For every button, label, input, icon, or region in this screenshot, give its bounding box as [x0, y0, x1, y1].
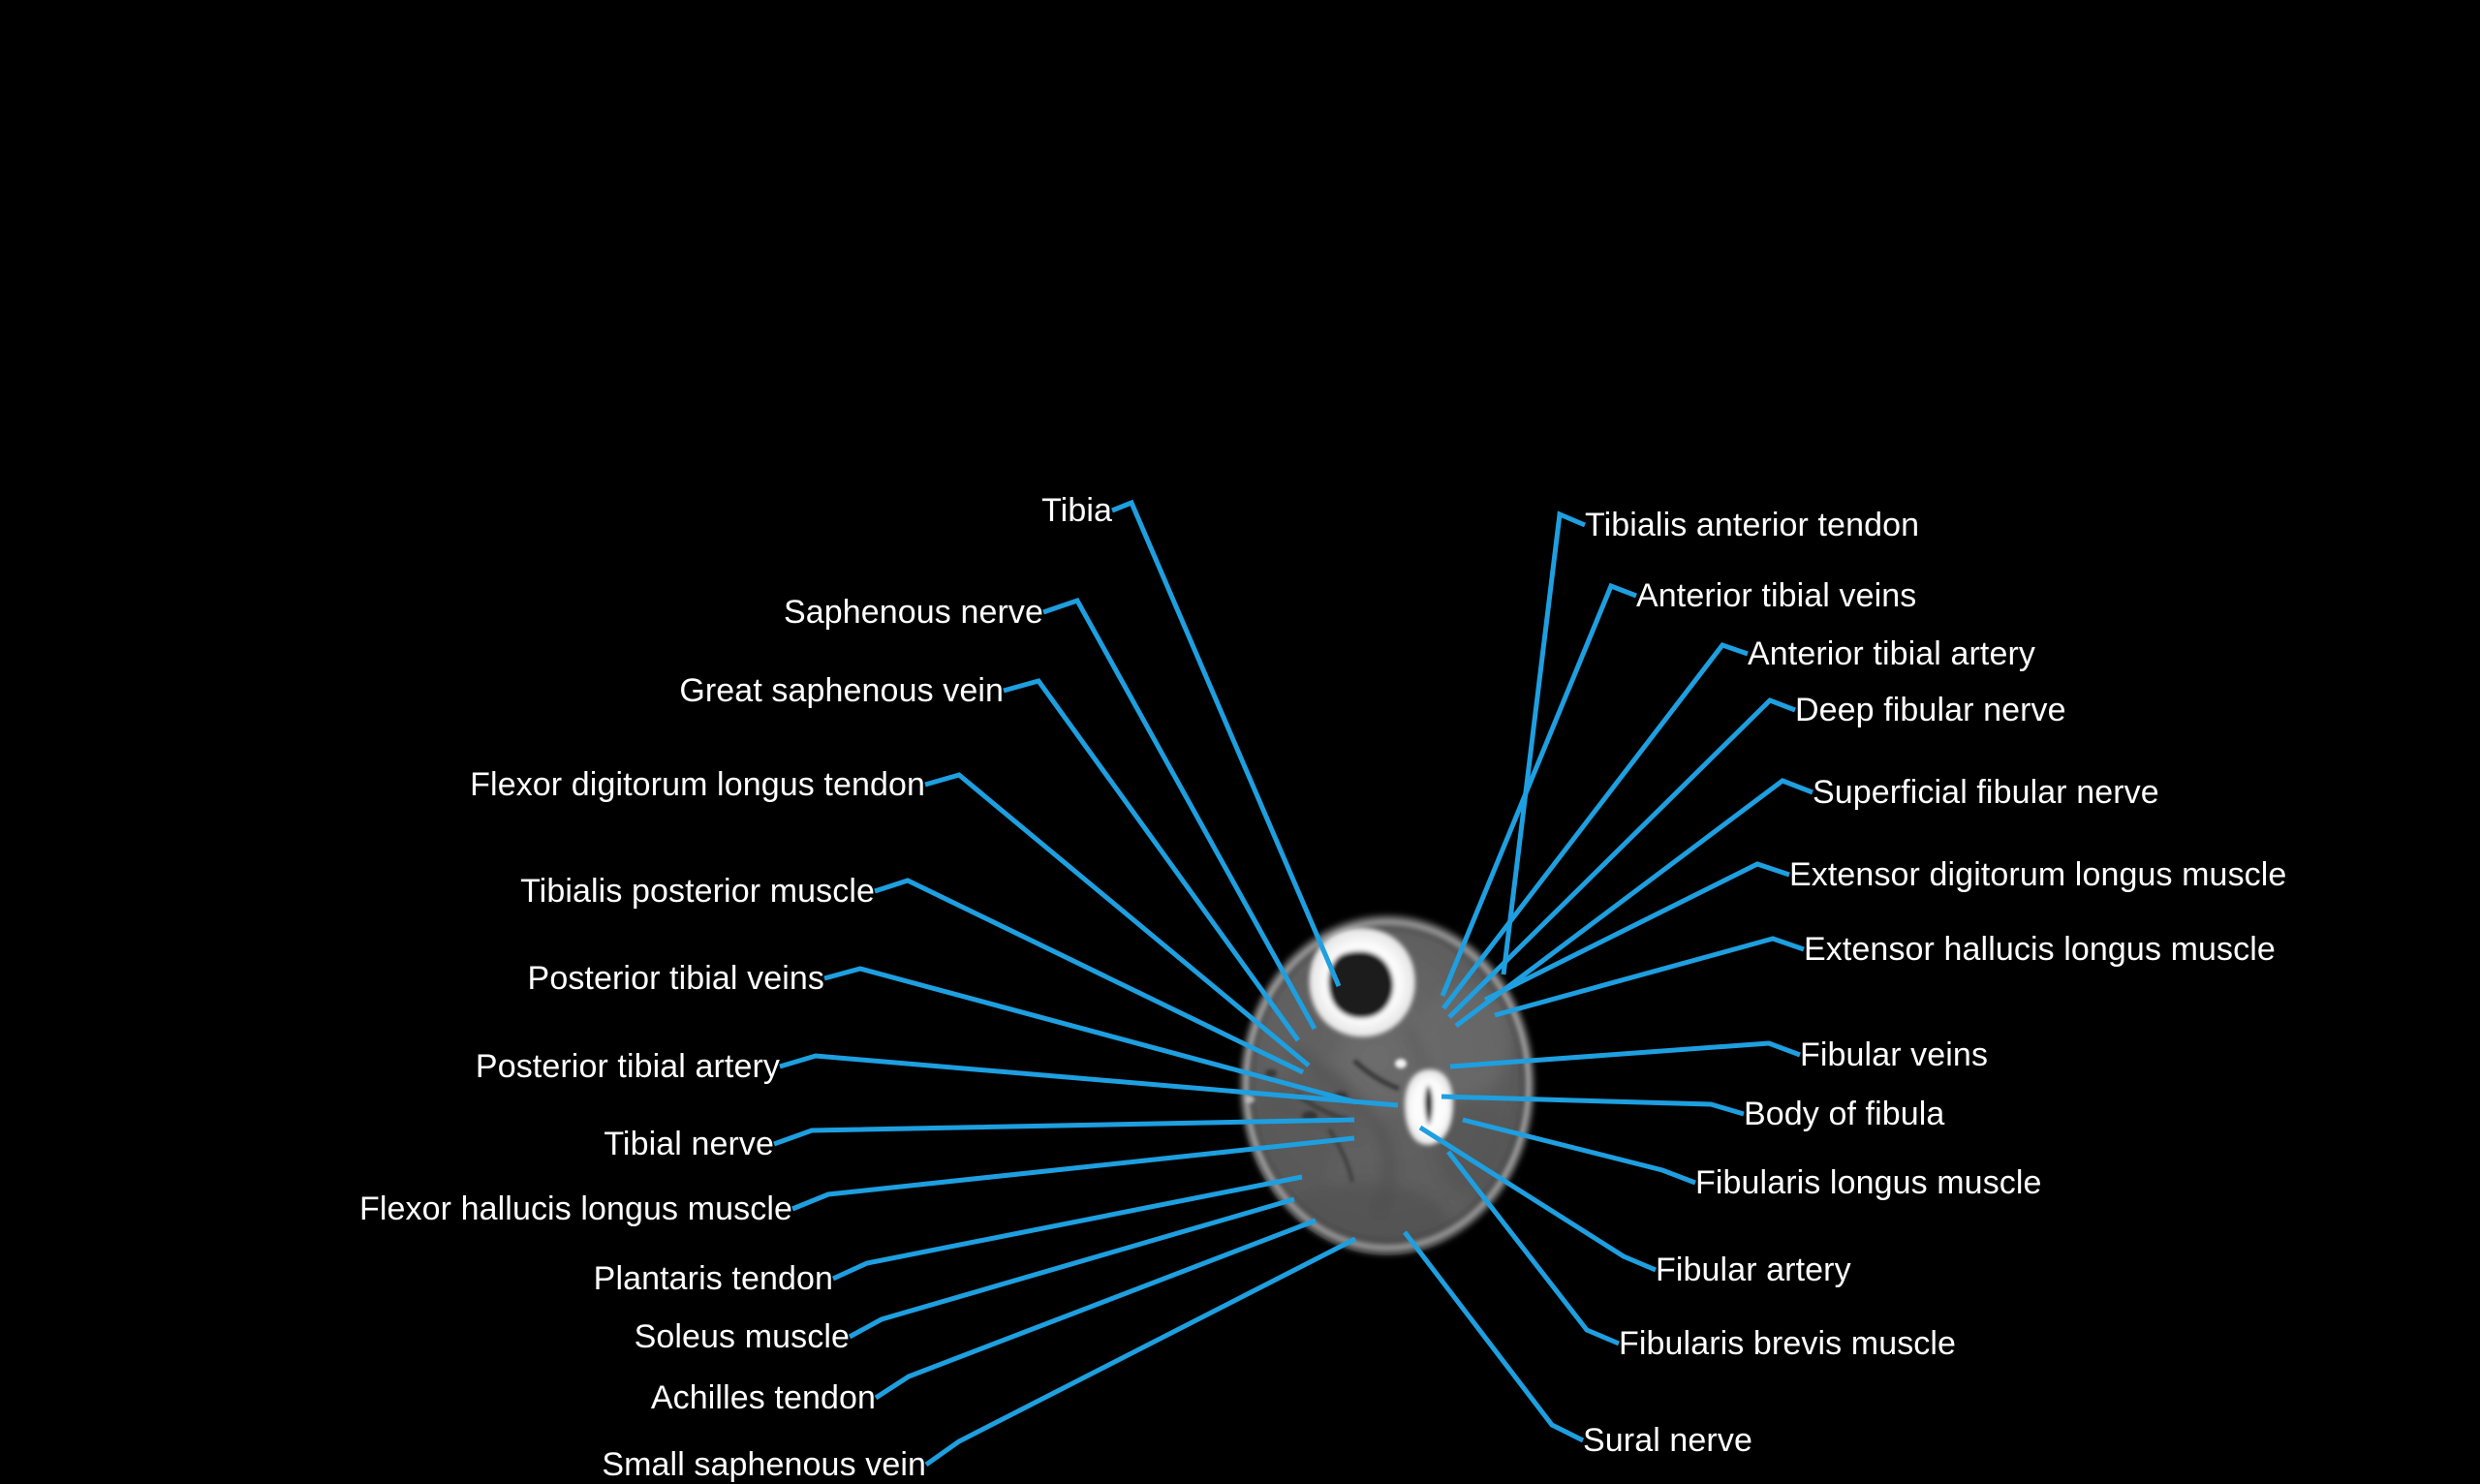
label-great-saphenous-vein[interactable]: Great saphenous vein — [679, 672, 1004, 709]
leader-line-flexor-digitorum-longus-tendon — [924, 772, 1311, 1067]
leader-line-tibial-nerve — [773, 1117, 1355, 1147]
leader-line-fibularis-longus-muscle — [1462, 1117, 1696, 1186]
label-flexor-hallucis-longus-muscle[interactable]: Flexor hallucis longus muscle — [359, 1190, 792, 1227]
leader-line-great-saphenous-vein — [1003, 678, 1301, 1042]
leader-line-body-of-fibula — [1441, 1094, 1745, 1117]
label-anterior-tibial-artery[interactable]: Anterior tibial artery — [1748, 635, 2035, 672]
label-fibular-artery[interactable]: Fibular artery — [1656, 1252, 1851, 1288]
label-anterior-tibial-veins[interactable]: Anterior tibial veins — [1636, 577, 1917, 614]
leader-line-small-saphenous-vein — [924, 1236, 1357, 1468]
leader-line-extensor-digitorum-longus-muscle — [1483, 861, 1790, 1003]
leader-line-deep-fibular-nerve — [1447, 697, 1796, 1019]
label-tibial-nerve[interactable]: Tibial nerve — [604, 1126, 774, 1162]
leader-line-fibular-artery — [1418, 1125, 1657, 1273]
label-soleus-muscle[interactable]: Soleus muscle — [634, 1318, 850, 1355]
leader-line-tibia — [1111, 499, 1342, 987]
leader-line-fibularis-brevis-muscle — [1446, 1150, 1620, 1346]
label-plantaris-tendon[interactable]: Plantaris tendon — [593, 1260, 833, 1297]
label-posterior-tibial-veins[interactable]: Posterior tibial veins — [527, 960, 824, 997]
leader-line-achilles-tendon — [874, 1218, 1317, 1401]
leader-line-posterior-tibial-artery — [779, 1053, 1399, 1108]
leader-line-fibular-veins — [1449, 1040, 1801, 1069]
label-fibular-veins[interactable]: Fibular veins — [1800, 1036, 1989, 1073]
label-achilles-tendon[interactable]: Achilles tendon — [650, 1379, 876, 1416]
leader-line-plantaris-tendon — [831, 1174, 1303, 1282]
label-saphenous-nerve[interactable]: Saphenous nerve — [783, 594, 1043, 631]
label-flexor-digitorum-longus-tendon[interactable]: Flexor digitorum longus tendon — [470, 766, 925, 803]
label-fibularis-longus-muscle[interactable]: Fibularis longus muscle — [1695, 1164, 2042, 1201]
label-extensor-digitorum-longus-muscle[interactable]: Extensor digitorum longus muscle — [1789, 856, 2287, 893]
leader-line-extensor-hallucis-longus-muscle — [1494, 936, 1805, 1018]
leader-line-tibialis-anterior-tendon — [1501, 510, 1586, 975]
leader-line-group — [773, 499, 1814, 1468]
label-tibialis-anterior-tendon[interactable]: Tibialis anterior tendon — [1585, 507, 1920, 543]
leader-line-superficial-fibular-nerve — [1454, 778, 1814, 1028]
leader-line-anterior-tibial-veins — [1440, 582, 1637, 997]
leader-line-flexor-hallucis-longus-muscle — [791, 1135, 1355, 1212]
label-tibialis-posterior-muscle[interactable]: Tibialis posterior muscle — [520, 873, 875, 910]
label-sural-nerve[interactable]: Sural nerve — [1583, 1422, 1752, 1459]
leader-line-anterior-tibial-artery — [1442, 642, 1749, 1010]
label-deep-fibular-nerve[interactable]: Deep fibular nerve — [1795, 692, 2066, 728]
leader-line-soleus-muscle — [848, 1196, 1295, 1340]
leader-line-posterior-tibial-veins — [823, 966, 1357, 1105]
label-tibia[interactable]: Tibia — [1041, 492, 1112, 529]
leader-line-saphenous-nerve — [1042, 597, 1318, 1031]
label-fibularis-brevis-muscle[interactable]: Fibularis brevis muscle — [1619, 1325, 1957, 1362]
leader-line-tibialis-posterior-muscle — [874, 878, 1305, 1075]
label-body-of-fibula[interactable]: Body of fibula — [1744, 1096, 1945, 1132]
label-posterior-tibial-artery[interactable]: Posterior tibial artery — [475, 1048, 780, 1085]
label-superficial-fibular-nerve[interactable]: Superficial fibular nerve — [1813, 774, 2159, 811]
label-small-saphenous-vein[interactable]: Small saphenous vein — [602, 1446, 926, 1483]
label-extensor-hallucis-longus-muscle[interactable]: Extensor hallucis longus muscle — [1804, 931, 2276, 968]
leader-line-sural-nerve — [1403, 1230, 1585, 1443]
